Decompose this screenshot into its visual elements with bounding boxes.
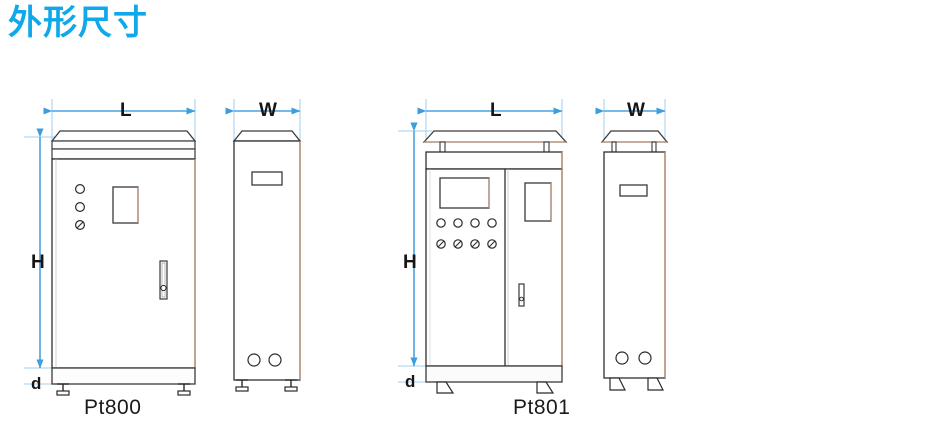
pt801-display-panel: [439, 177, 490, 209]
pt800-top-band-2: [51, 148, 196, 160]
dim-label-pt800-side-W: W: [259, 100, 277, 121]
pt800-side-foot-1: [235, 379, 249, 392]
pt801-side-canopy-roof: [600, 130, 669, 143]
dim-label-pt801-front-L: L: [490, 100, 502, 121]
pt800-base-plinth: [51, 367, 196, 385]
page-title: 外形尺寸: [8, 4, 148, 42]
dim-label-pt801-side-W: W: [627, 100, 645, 121]
dim-label-pt800-front-L: L: [120, 100, 132, 121]
pt801-indicator-lamp-1: [436, 218, 446, 228]
pt800-leveling-foot-1: [56, 383, 70, 396]
pt801-rotary-switch-3: [470, 239, 480, 249]
pt801-side-angled-foot-2: [647, 377, 664, 391]
pt800-roof-cap: [50, 130, 197, 142]
pt801-angled-foot-1: [436, 381, 455, 394]
pt800-handle-inner: [161, 262, 166, 298]
dim-label-pt800-front-H: H: [31, 252, 45, 273]
pt800-side-cable-gland-2: [268, 353, 282, 367]
pt801-base-plinth: [425, 365, 563, 383]
figure-caption-pt800: Pt800: [84, 396, 142, 419]
pt801-canopy-roof: [422, 130, 568, 143]
pt801-canopy-post-2: [543, 141, 550, 153]
dim-label-pt801-front-H: H: [403, 252, 417, 273]
pt801-side-view: [595, 99, 669, 391]
pt801-side-cable-gland-1: [615, 351, 629, 365]
pt801-right-door-window: [524, 182, 552, 222]
pt801-side-vent-louver: [619, 184, 648, 197]
pt801-side-canopy-post-1: [611, 141, 617, 153]
pt801-angled-foot-2: [536, 381, 555, 394]
pt801-indicator-lamp-2: [453, 218, 463, 228]
pt801-canopy-post-1: [439, 141, 446, 153]
pt800-rotary-switch-1: [74, 220, 85, 231]
pt800-side-foot-2: [284, 379, 298, 392]
dim-label-pt800-front-d: d: [31, 374, 42, 393]
pt800-top-band-1: [51, 140, 196, 150]
figure-caption-pt801: Pt801: [513, 396, 571, 419]
pt800-side-cable-gland-1: [247, 353, 261, 367]
pt801-rotary-switch-2: [453, 239, 463, 249]
dim-label-pt801-front-d: d: [405, 372, 416, 391]
pt801-door-lock: [519, 296, 524, 302]
pt801-rotary-switch-4: [487, 239, 497, 249]
pt801-side-angled-foot-1: [609, 377, 626, 391]
pt800-indicator-lamp-2: [74, 202, 85, 213]
pt801-rotary-switch-1: [436, 239, 446, 249]
pt801-indicator-lamp-3: [470, 218, 480, 228]
pt801-front-view: [398, 99, 568, 394]
pt801-top-band: [425, 151, 563, 170]
pt800-door-lock: [160, 284, 167, 292]
pt801-door-handle: [518, 283, 525, 307]
pt800-indicator-lamp-1: [74, 184, 85, 195]
pt800-side-roof-cap: [232, 130, 302, 142]
pt800-display-panel: [112, 186, 139, 224]
pt800-side-view: [225, 99, 302, 392]
pt801-side-canopy-post-2: [651, 141, 657, 153]
pt801-indicator-lamp-4: [487, 218, 497, 228]
pt800-leveling-foot-2: [177, 383, 191, 396]
pt801-side-cable-gland-2: [638, 351, 652, 365]
pt800-side-vent-louver: [251, 171, 283, 186]
pt800-front-view: [24, 99, 197, 396]
